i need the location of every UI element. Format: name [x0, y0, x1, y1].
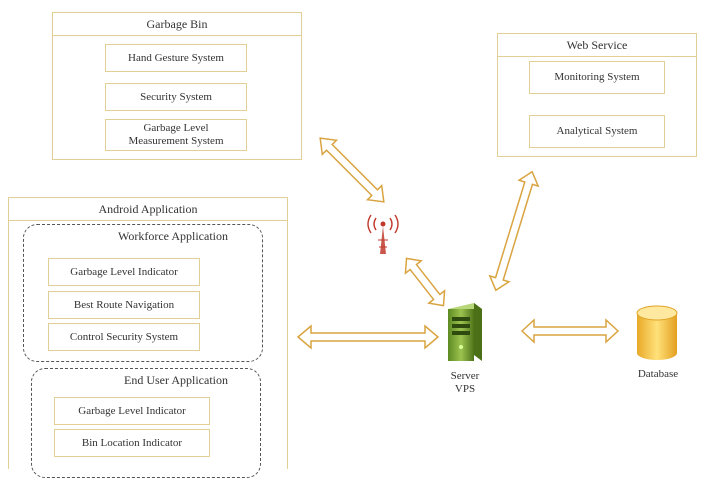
arrow-garbage-bin-antenna [319, 137, 385, 203]
web-service-title: Web Service [498, 34, 696, 57]
end-user-garbage-level-indicator: Garbage Level Indicator [54, 397, 210, 425]
control-security-system: Control Security System [48, 323, 200, 351]
web-service-box: Web Service Monitoring System Analytical… [497, 33, 697, 157]
database-icon [636, 305, 678, 360]
workforce-application-title: Workforce Application [118, 229, 228, 243]
workforce-application-group: Workforce Application Garbage Level Indi… [23, 224, 263, 362]
best-route-navigation: Best Route Navigation [48, 291, 200, 319]
server-icon [448, 303, 482, 361]
monitoring-system: Monitoring System [529, 61, 665, 94]
database-label: Database [637, 368, 679, 380]
workforce-garbage-level-indicator: Garbage Level Indicator [48, 258, 200, 286]
bin-location-indicator: Bin Location Indicator [54, 429, 210, 457]
arrow-antenna-server [404, 257, 446, 307]
arrow-server-database [520, 318, 620, 344]
arrow-android-server [296, 324, 440, 350]
garbage-level-measurement-system: Garbage Level Measurement System [105, 119, 247, 151]
end-user-application-title: End User Application [124, 373, 228, 387]
antenna-icon [367, 214, 399, 254]
security-system: Security System [105, 83, 247, 111]
android-application-title: Android Application [9, 198, 287, 221]
server-label: Server VPS [450, 370, 480, 395]
end-user-application-group: End User Application Garbage Level Indic… [31, 368, 261, 478]
analytical-system: Analytical System [529, 115, 665, 148]
hand-gesture-system: Hand Gesture System [105, 44, 247, 72]
garbage-bin-title: Garbage Bin [53, 13, 301, 36]
android-application-box: Android Application Workforce Applicatio… [8, 197, 288, 478]
garbage-bin-box: Garbage Bin Hand Gesture System Security… [52, 12, 302, 160]
arrow-server-web-service [488, 170, 540, 292]
